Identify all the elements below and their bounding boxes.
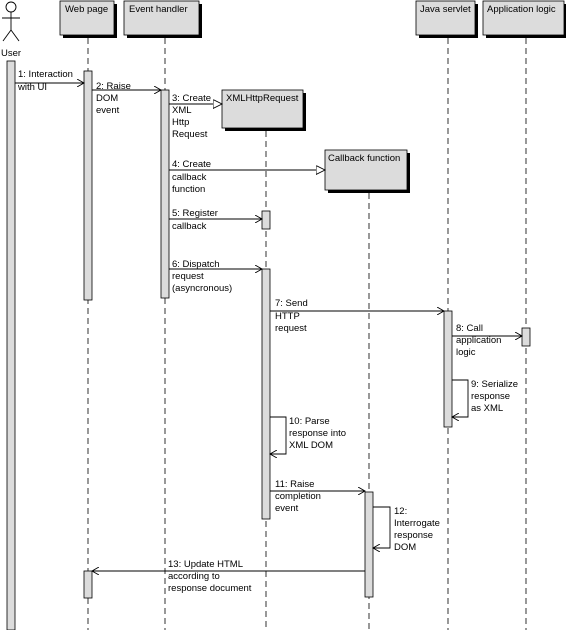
message-11-label: 11: Raise completion event	[275, 479, 324, 514]
user-actor-icon	[2, 1, 20, 42]
message-9-label: 9: Serialize response as XML	[471, 379, 521, 414]
activation-applogic	[521, 327, 531, 347]
activation-servlet	[443, 310, 453, 428]
message-12-label: 12: Interrogate response DOM	[394, 506, 443, 553]
participant-servlet-label: Java servlet	[420, 4, 471, 15]
message-13-label: 13: Update HTML according to response do…	[168, 559, 252, 594]
activation-eventhandler	[160, 89, 170, 299]
message-6-label: 6: Dispatch request (asyncronous)	[172, 259, 232, 294]
message-10-label: 10: Parse response into XML DOM	[289, 416, 349, 451]
message-9-arrow	[452, 379, 469, 417]
participant-eventhandler-label: Event handler	[129, 4, 188, 15]
message-7-label: 7: Send HTTP request	[275, 298, 310, 334]
activation-user	[6, 60, 16, 630]
participant-webpage: Web page	[59, 0, 117, 38]
participant-eventhandler: Event handler	[123, 0, 202, 38]
activation-callback	[364, 491, 374, 598]
message-8-label: 8: Call application logic	[456, 323, 504, 358]
message-4-label: 4: Create callback function	[172, 159, 214, 195]
message-12-arrow	[373, 506, 391, 548]
participant-callback-label: Callback function	[328, 153, 400, 164]
participant-applogic-label: Application logic	[487, 4, 556, 15]
participant-xhr-label: XMLHttpRequest	[226, 93, 299, 104]
message-10-arrow	[270, 416, 287, 454]
activation-webpage-1	[83, 70, 93, 301]
participant-user-label: User	[1, 48, 21, 59]
participant-callback: Callback function	[324, 149, 410, 193]
message-2-label: 2: Raise DOM event	[96, 81, 134, 116]
activation-xhr-register	[261, 210, 271, 230]
participant-applogic: Application logic	[482, 0, 566, 38]
activation-webpage-2	[83, 570, 93, 599]
message-3-label: 3: Create XML Http Request	[172, 93, 214, 140]
activation-xhr-main	[261, 268, 271, 520]
message-1-label: 1: Interaction with UI	[17, 69, 76, 93]
participant-webpage-label: Web page	[65, 4, 108, 15]
participant-xhr: XMLHttpRequest	[221, 89, 306, 131]
participant-servlet: Java servlet	[415, 0, 478, 38]
message-5-label: 5: Register callback	[172, 208, 221, 232]
